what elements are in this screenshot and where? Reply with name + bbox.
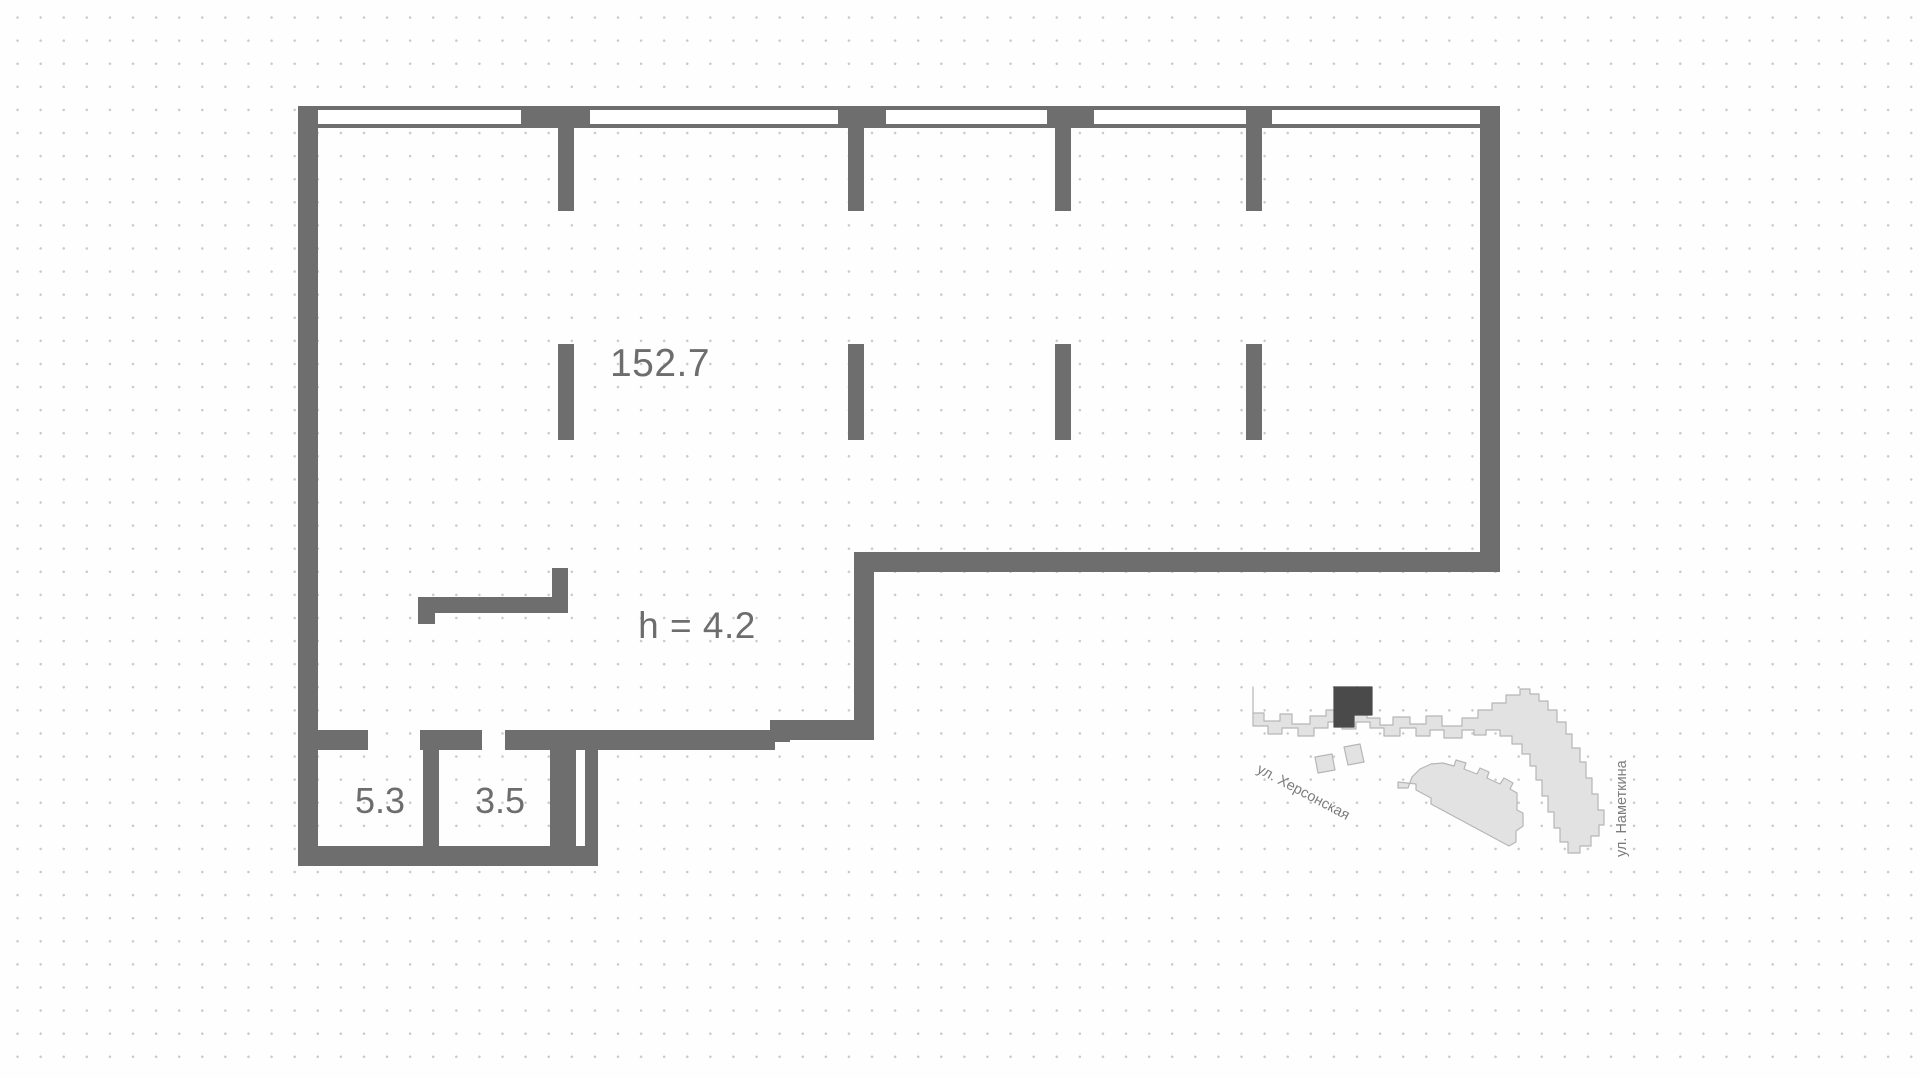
room-b-area-label: 3.5 bbox=[474, 780, 526, 821]
ceiling-height-label: h = 4.2 bbox=[638, 605, 756, 646]
building-main-curved bbox=[1252, 686, 1605, 854]
highlight-unit-tail bbox=[1333, 714, 1355, 728]
interior-partition-vertical bbox=[552, 568, 568, 613]
partition-divider-1 bbox=[423, 730, 439, 863]
top-pier-2 bbox=[848, 106, 864, 211]
location-minimap[interactable]: ул. Херсонская ул. Наметкина bbox=[1230, 670, 1670, 920]
top-pier-4 bbox=[1246, 106, 1262, 211]
column-3 bbox=[1055, 344, 1071, 440]
building-small-1 bbox=[1314, 753, 1336, 774]
building-small-2 bbox=[1343, 743, 1365, 766]
column-2 bbox=[848, 344, 864, 440]
left-exterior-wall bbox=[298, 106, 318, 866]
column-1 bbox=[558, 344, 574, 440]
street-label-khersonskaya: ул. Херсонская bbox=[1254, 761, 1352, 823]
window-5 bbox=[1272, 110, 1480, 124]
interior-partition-horizontal bbox=[418, 597, 568, 613]
shaft-wall-right bbox=[585, 730, 598, 863]
highlight-unit bbox=[1333, 686, 1373, 716]
window-2 bbox=[590, 110, 838, 124]
partition-divider-2 bbox=[550, 730, 566, 863]
bottom-exterior-wall bbox=[298, 846, 598, 866]
top-pier-3 bbox=[1055, 106, 1071, 211]
lower-left-wall-segment bbox=[298, 730, 368, 750]
lower-horizontal-wall-2 bbox=[575, 730, 775, 750]
step-horizontal-wall bbox=[854, 552, 1500, 572]
room-a-area-label: 5.3 bbox=[354, 780, 406, 821]
right-exterior-wall bbox=[1480, 106, 1500, 558]
main-area-label: 152.7 bbox=[609, 342, 711, 385]
column-4 bbox=[1246, 344, 1262, 440]
minimap-buildings bbox=[1252, 686, 1605, 854]
window-1 bbox=[318, 110, 521, 124]
window-3 bbox=[886, 110, 1047, 124]
interior-partition-nib bbox=[418, 597, 435, 624]
step-vertical-wall bbox=[854, 552, 874, 720]
window-4 bbox=[1094, 110, 1255, 124]
street-label-nametkina: ул. Наметкина bbox=[1614, 759, 1630, 857]
top-pier-1 bbox=[558, 106, 574, 211]
lower-wall-jog bbox=[770, 720, 790, 742]
building-lower-arched bbox=[1397, 759, 1524, 847]
wall-group bbox=[298, 106, 1500, 866]
lower-horizontal-wall bbox=[770, 720, 874, 740]
shaft-wall-left bbox=[563, 730, 576, 863]
